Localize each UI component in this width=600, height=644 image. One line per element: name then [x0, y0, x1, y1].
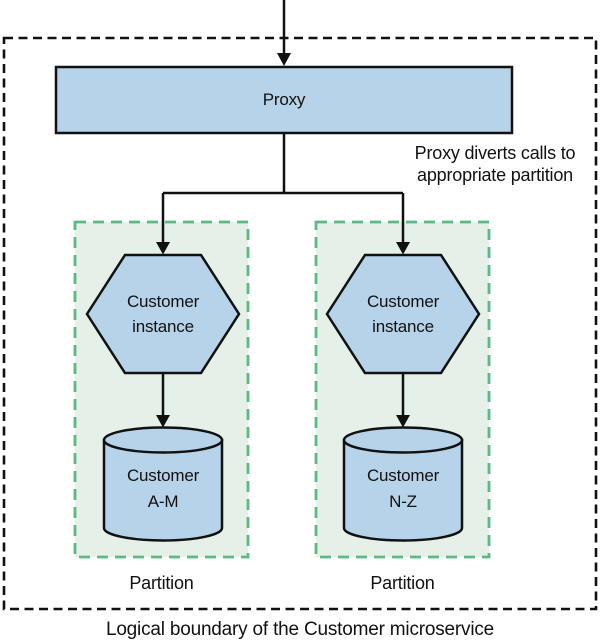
instance-left-line2: instance: [132, 317, 194, 336]
db-right-line2: N-Z: [389, 492, 417, 511]
proxy-node-label: Proxy: [262, 90, 306, 109]
database-label-right: Customer N-Z: [344, 463, 462, 515]
instance-right-line1: Customer: [366, 292, 440, 311]
left-db-arrowhead-icon: [156, 415, 170, 428]
incoming-call-arrowhead-icon: [277, 53, 291, 66]
proxy-node: [54, 65, 514, 135]
customer-instance-hexagon-right: [325, 253, 481, 375]
database-label-left: Customer A-M: [104, 463, 222, 515]
db-left-line2: A-M: [147, 492, 179, 511]
partition-caption-right: Partition: [370, 573, 435, 593]
proxy-note: Proxy diverts calls to appropriate parti…: [400, 142, 590, 186]
instance-right-line2: instance: [372, 317, 434, 336]
database-cylinder-right-body: [342, 438, 464, 542]
customer-instance-hexagon-left: [85, 253, 241, 375]
partition-caption-left: Partition: [129, 573, 194, 593]
left-branch-arrowhead-icon: [156, 242, 170, 255]
db-right-line1: Customer: [366, 466, 440, 485]
proxy-split-connector: [161, 133, 405, 243]
customer-instance-label-left: Customer instance: [87, 289, 239, 339]
database-cylinder-right: [342, 426, 464, 542]
database-cylinder-left-body: [102, 438, 224, 542]
database-cylinder-left-top: [102, 426, 224, 454]
database-cylinder-left: [102, 426, 224, 542]
logical-boundary-box: [2, 36, 598, 611]
instance-left-line1: Customer: [126, 292, 200, 311]
database-cylinder-right-top: [342, 426, 464, 454]
db-left-line1: Customer: [126, 466, 200, 485]
logical-boundary-caption: Logical boundary of the Customer microse…: [105, 619, 495, 640]
customer-instance-label-right: Customer instance: [327, 289, 479, 339]
proxy-note-line2: appropriate partition: [417, 165, 573, 185]
right-branch-arrowhead-icon: [396, 242, 410, 255]
proxy-note-line1: Proxy diverts calls to: [414, 143, 576, 163]
right-db-arrowhead-icon: [396, 415, 410, 428]
